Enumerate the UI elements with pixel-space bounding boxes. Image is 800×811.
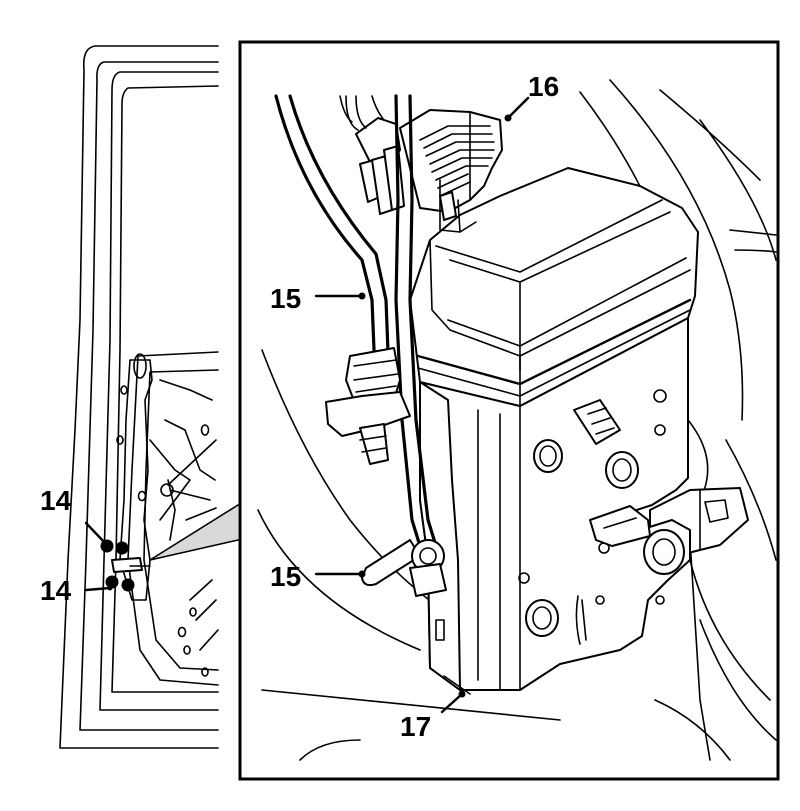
callout-leaders: [84, 96, 530, 714]
callout-labels: 14 14 15 15 16 17: [40, 71, 559, 742]
lock-screw-lower-left: [105, 575, 119, 589]
callout-14-lower: 14: [40, 575, 72, 606]
callout-14-upper: 14: [40, 485, 72, 516]
callout-16: 16: [528, 71, 559, 102]
lock-screw-lower-right: [121, 578, 135, 592]
callout-15-lower: 15: [270, 561, 301, 592]
callout-15-upper: 15: [270, 283, 301, 314]
lock-screw-upper-right: [115, 541, 129, 555]
door-overview: [59, 45, 219, 749]
zoom-indicator: [149, 504, 239, 561]
lock-face-features: [435, 389, 685, 645]
callout-17: 17: [400, 711, 431, 742]
lock-detail: [257, 79, 777, 761]
